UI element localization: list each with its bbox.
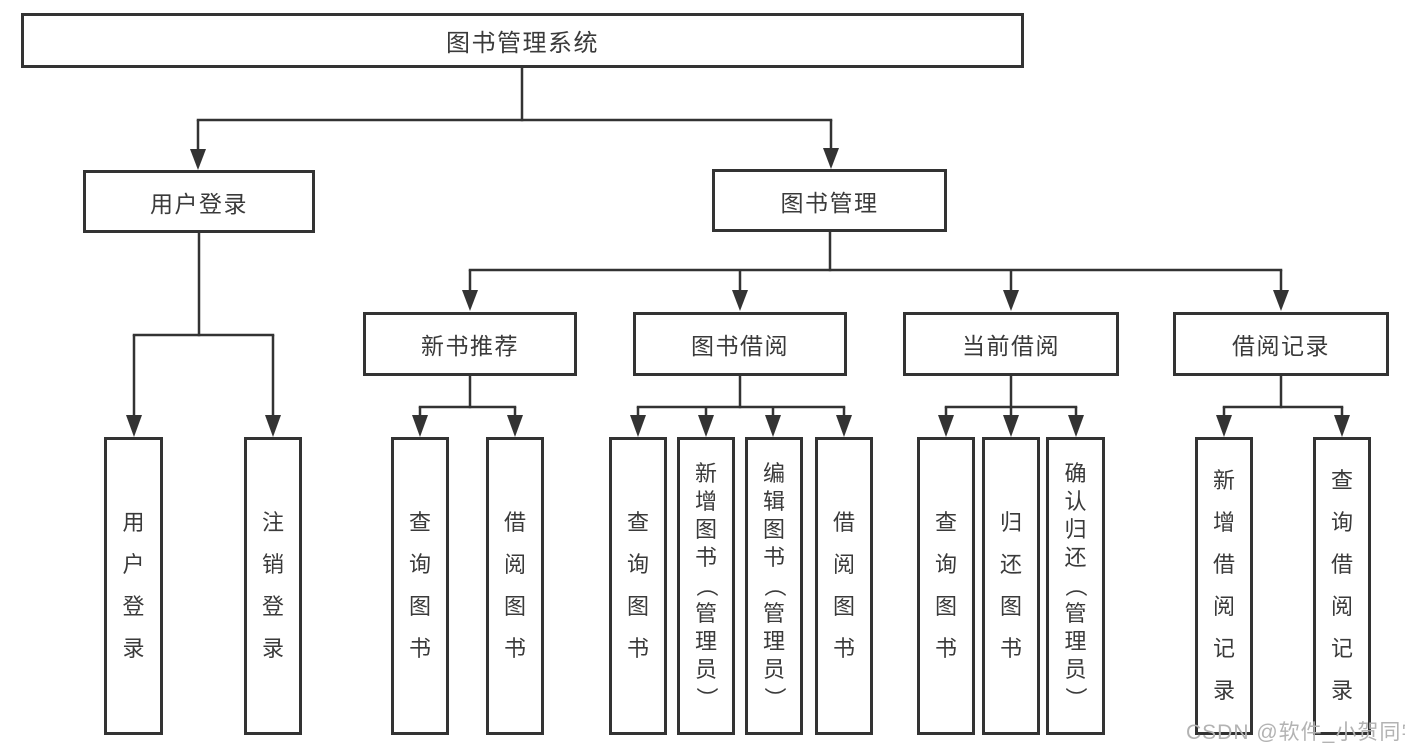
node-label: 图书借阅 xyxy=(691,333,789,359)
node-book-management: 图书管理 xyxy=(712,169,947,232)
node-user-login: 用户登录 xyxy=(83,170,315,233)
node-borrowing-records: 借阅记录 xyxy=(1173,312,1389,376)
leaf-logout-login: 注销登录 xyxy=(244,437,302,735)
leaf-query-books-current: 查询图书 xyxy=(917,437,975,735)
node-label: 新书推荐 xyxy=(421,333,519,359)
node-current-borrowing: 当前借阅 xyxy=(903,312,1119,376)
node-book-borrowing: 图书借阅 xyxy=(633,312,847,376)
leaf-borrow-books-borrowing: 借阅图书 xyxy=(815,437,873,735)
arrowheads xyxy=(126,148,1350,437)
leaf-query-borrow-record: 查询借阅记录 xyxy=(1313,437,1371,735)
node-label: 图书管理系统 xyxy=(446,30,599,57)
node-label: 用户登录 xyxy=(150,190,248,217)
node-label: 图书管理 xyxy=(780,189,879,216)
node-label: 当前借阅 xyxy=(962,333,1060,359)
node-label: 借阅记录 xyxy=(1232,333,1330,359)
leaf-add-books-admin: 新增图书（管理员） xyxy=(677,437,735,735)
leaf-edit-books-admin: 编辑图书（管理员） xyxy=(745,437,803,735)
leaf-return-books: 归还图书 xyxy=(982,437,1040,735)
node-new-book-recommend: 新书推荐 xyxy=(363,312,577,376)
leaf-query-books-recommend: 查询图书 xyxy=(391,437,449,735)
leaf-add-borrow-record: 新增借阅记录 xyxy=(1195,437,1253,735)
csdn-watermark: CSDN @软件_小贺同学 xyxy=(1186,721,1405,744)
leaf-user-login: 用户登录 xyxy=(104,437,163,735)
node-library-management-system: 图书管理系统 xyxy=(21,13,1024,68)
leaf-query-books-borrowing: 查询图书 xyxy=(609,437,667,735)
leaf-confirm-return-admin: 确认归还（管理员） xyxy=(1046,437,1105,735)
leaf-borrow-books-recommend: 借阅图书 xyxy=(486,437,544,735)
